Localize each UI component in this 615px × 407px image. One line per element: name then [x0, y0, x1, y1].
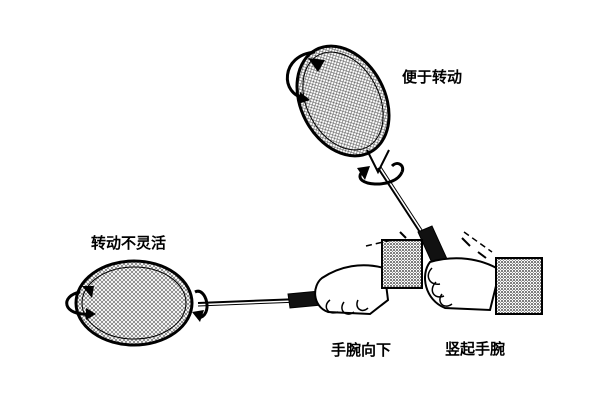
racket-throat-upright: [366, 149, 390, 175]
rotation-arrow-shaft-upright: [358, 171, 404, 186]
cuff-left: [381, 239, 423, 289]
racket-shaft-horizontal: [197, 298, 301, 304]
racket-shaft-upright: [377, 167, 426, 241]
hand-wrist-down: [314, 231, 423, 316]
hand-wrist-raised: [424, 231, 543, 315]
caption-easy-rotate: 便于转动: [402, 68, 463, 86]
rotation-arrow-head-horizontal: [65, 290, 91, 316]
caption-wrist-down: 手腕向下: [331, 341, 392, 359]
racket-horizontal: [65, 259, 333, 347]
rotation-arrow-head-upright: [285, 50, 316, 100]
caption-not-flexible: 转动不灵活: [91, 234, 167, 252]
caption-wrist-raised: 竖起手腕: [445, 340, 506, 358]
racket-head-horizontal: [74, 259, 194, 347]
racket-upright: [285, 44, 453, 277]
racket-head-upright: [295, 44, 391, 158]
cuff-right: [495, 257, 543, 315]
